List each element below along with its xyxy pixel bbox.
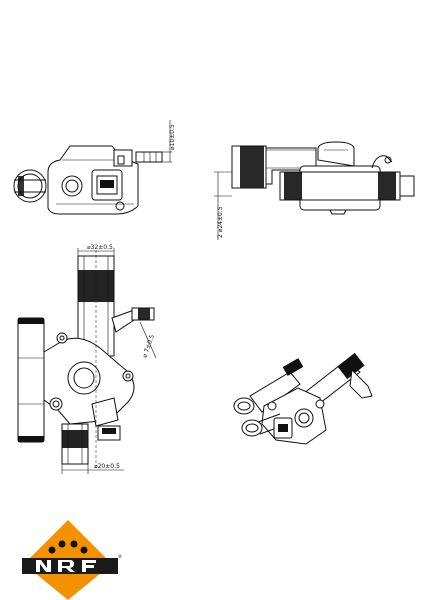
side-view-drawing — [231, 141, 415, 215]
dim-label: ⌀20±0.5 — [94, 463, 120, 470]
dim-label: ⌀ 7±0.5 — [141, 334, 156, 359]
dimension-front-bottom: ⌀20±0.5 — [61, 463, 124, 474]
top-view-drawing — [13, 145, 163, 215]
dimension-front-side: ⌀ 7±0.5 — [139, 321, 157, 359]
isometric-view-drawing — [233, 352, 373, 445]
dimension-side-view: 2 ⌀24±0.5 — [214, 171, 232, 240]
dim-label: ⌀32±0.5 — [87, 244, 113, 251]
dim-label: ⌀10±0.5 — [169, 124, 176, 150]
front-view-drawing — [17, 250, 155, 470]
dim-label: 2 ⌀24±0.5 — [217, 206, 224, 238]
dimension-top-view: ⌀10±0.5 — [162, 120, 176, 163]
dimension-front-top: ⌀32±0.5 — [77, 244, 115, 258]
nrf-logo: ® — [22, 520, 122, 600]
svg-text:®: ® — [118, 554, 122, 559]
